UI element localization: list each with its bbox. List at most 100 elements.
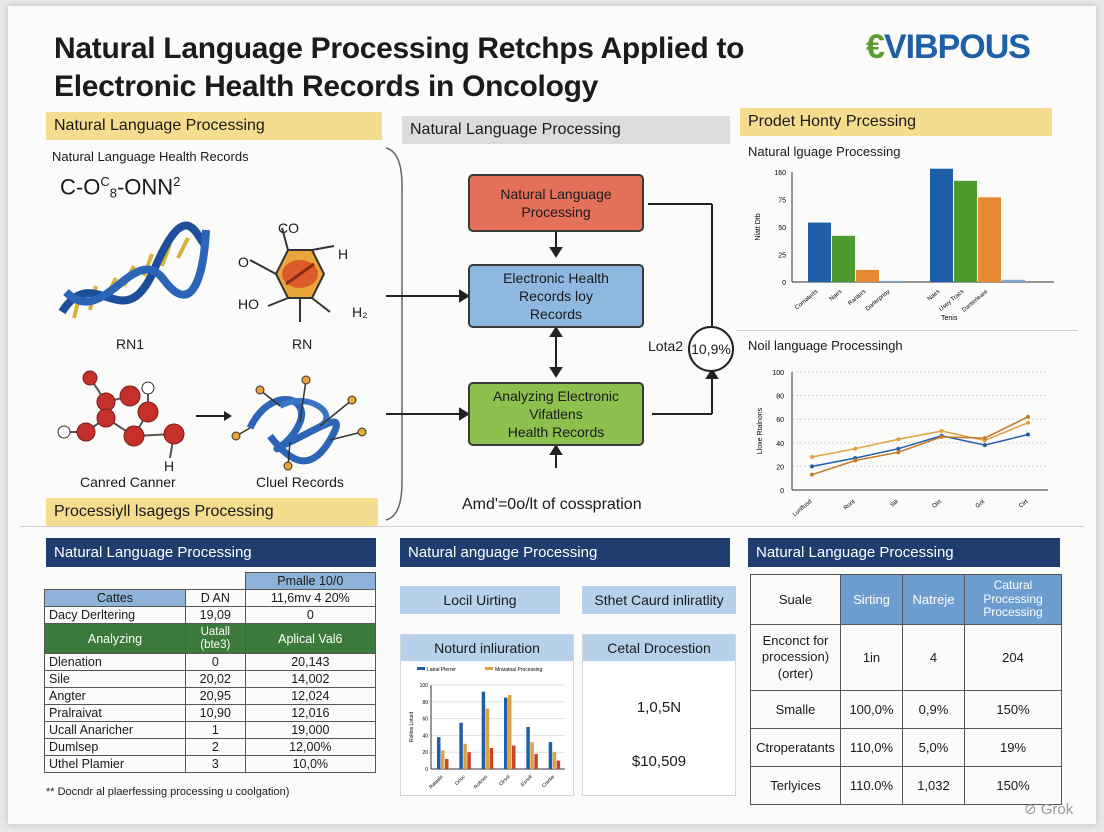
line-chart-tick-label: 80 bbox=[776, 394, 784, 401]
bar-chart-2-tick-label: 0 bbox=[425, 767, 428, 773]
bar-chart-2-tick-label: 40 bbox=[422, 733, 428, 739]
brand-logo: €VIBPOUS bbox=[866, 28, 1031, 67]
line-chart-point bbox=[896, 450, 901, 455]
line-chart-point bbox=[939, 429, 944, 433]
line-chart-point bbox=[810, 472, 814, 477]
protein-blob-icon bbox=[231, 375, 367, 471]
ring-o-label: O bbox=[238, 254, 249, 270]
bar-chart-1-bar bbox=[808, 222, 831, 282]
line-chart-point bbox=[939, 434, 944, 439]
bar-chart-2-bar bbox=[556, 760, 561, 769]
table1-top-right-header: Pmalle 10/0 bbox=[244, 572, 377, 590]
table1-col-b: 11,6mv 4 20% bbox=[244, 589, 377, 607]
bar-chart-1-bar bbox=[930, 168, 953, 282]
bar-chart-1-category-label: Naes bbox=[927, 289, 942, 303]
bar-chart-2-category-label: Esnoll bbox=[520, 774, 534, 788]
arrow-right-icon bbox=[196, 411, 232, 421]
bar-chart-1-bar bbox=[856, 269, 879, 282]
line-chart-tick-label: 100 bbox=[772, 370, 784, 377]
bar-chart-2-bar bbox=[489, 748, 494, 769]
line-chart-title: Noil language Processingh bbox=[748, 338, 903, 353]
bar-chart-2-tick-label: 80 bbox=[422, 700, 428, 706]
bar-chart-2-ylabel: Rolitos Lotuid bbox=[409, 712, 415, 743]
line-chart-point bbox=[1026, 432, 1030, 437]
ring-co-label: CO bbox=[278, 220, 299, 236]
dna-helix-icon bbox=[58, 221, 210, 319]
flow-arrows bbox=[386, 203, 719, 468]
bar-chart-2-bar bbox=[459, 722, 463, 769]
bar-chart-1-category-label: Danterleare bbox=[961, 289, 989, 314]
bar-chart-1-bar bbox=[954, 180, 977, 282]
table3-head-2: Natreje bbox=[902, 574, 965, 625]
bar-chart-2-bar bbox=[441, 750, 445, 769]
flow-box-analyzing: Analyzing Electronic Vifatlens Health Re… bbox=[468, 382, 644, 446]
table1-col-a: D AN bbox=[184, 589, 246, 607]
bar-chart-2-legend-swatch bbox=[417, 667, 425, 670]
bar-chart-1-ylabel: Nlatt Dtb bbox=[755, 213, 762, 240]
bar-chart-2-category-label: Rataals bbox=[428, 774, 445, 791]
line-chart-tick-label: 60 bbox=[776, 417, 784, 424]
grok-watermark: ⊘ Grok bbox=[1024, 801, 1074, 818]
flow-bottom-note: Amd'=0o/lt of cosspration bbox=[462, 496, 642, 513]
line-chart-category-label: Lunlfosd bbox=[792, 499, 813, 518]
logo-mark-icon: € bbox=[866, 28, 885, 66]
bar-chart-2-bar bbox=[552, 752, 557, 769]
bar-chart-1-bar bbox=[832, 235, 855, 282]
bar-chart-1-tick-label: 160 bbox=[774, 170, 786, 177]
bar-chart-2-bar bbox=[508, 695, 512, 769]
bar-chart-1-category-label: Ranters bbox=[847, 289, 867, 307]
percentage-circle: 10,9% bbox=[688, 326, 734, 372]
bar-chart-1-category-label: Darlerpnay bbox=[865, 289, 891, 312]
right-section-header: Prodet Honty Prcessing bbox=[740, 108, 1052, 136]
bar-chart-1-tick-label: 25 bbox=[778, 253, 786, 260]
bar-chart-2-legend-swatch bbox=[485, 667, 493, 670]
left-section-footer-header: Processiyll lsagegs Processing bbox=[46, 498, 378, 526]
line-chart-ylabel: Lloxe Rtalnons bbox=[757, 407, 764, 454]
bar-chart-1-xlabel: Tenis bbox=[941, 315, 958, 322]
flow-section-header: Natural Language Processing bbox=[402, 116, 730, 144]
bar-chart-2-tick-label: 20 bbox=[422, 750, 428, 756]
poster-sheet: Natural Language Processing Retchps Appl… bbox=[8, 6, 1096, 824]
bar-chart-2-category-label: Clrsol bbox=[498, 774, 511, 787]
line-chart-point bbox=[810, 454, 814, 459]
table1-green-row: Analyzing Uatall (bte3) Aplical Val6 bbox=[44, 623, 377, 654]
ring-label: RN bbox=[292, 336, 313, 352]
line-chart-series bbox=[811, 422, 1029, 458]
bar-chart-2-bar bbox=[445, 758, 449, 769]
line-chart-point bbox=[896, 446, 901, 451]
poster-title-line-2: Electronic Health Records in Oncology bbox=[54, 70, 599, 103]
line-chart-category-label: Sili bbox=[890, 499, 900, 509]
table1-header: Natural Language Processing bbox=[46, 538, 376, 567]
chemical-formula: C-OC8-ONN2 bbox=[60, 174, 181, 201]
flow-box-ehr: Electronic Health Records loy Records bbox=[468, 264, 644, 328]
table2-panel1-title: Noturd inliuration bbox=[401, 635, 573, 661]
bar-chart-2-legend-label: Latral Plerrer bbox=[427, 667, 456, 673]
bar-chart-2-bar bbox=[548, 742, 553, 769]
network-h-label: H bbox=[164, 458, 175, 474]
bar-chart-2-category-label: Roltnes bbox=[473, 774, 490, 791]
line-chart-point bbox=[853, 458, 858, 463]
line-chart-point bbox=[810, 464, 814, 469]
table3-head-3: Catural Processing Processing bbox=[964, 574, 1062, 625]
flow-side-label: Lota2 bbox=[648, 338, 684, 354]
network-label: Canred Canner bbox=[80, 474, 176, 490]
line-chart-point bbox=[896, 437, 901, 442]
bar-chart-2-bar bbox=[463, 743, 467, 769]
bar-chart-2-bar bbox=[481, 691, 486, 769]
dna-label: RN1 bbox=[116, 336, 145, 352]
bar-chart-2-bar bbox=[526, 727, 530, 769]
left-section-header: Natural Language Processing bbox=[46, 112, 382, 140]
table1-footnote: ** Docndr al plaerfessing processing u c… bbox=[46, 786, 290, 798]
line-chart-point bbox=[1026, 420, 1030, 425]
